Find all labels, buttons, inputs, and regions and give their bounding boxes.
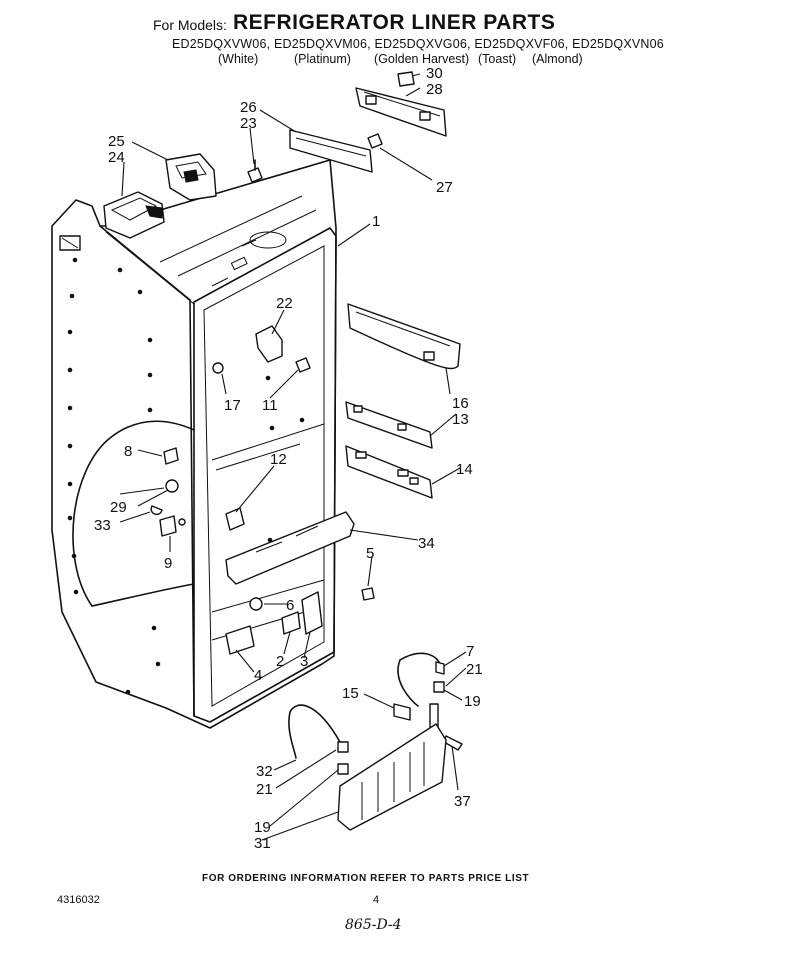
for-models-label: For Models: bbox=[153, 17, 227, 33]
color-almond: (Almond) bbox=[532, 52, 583, 66]
color-white: (White) bbox=[218, 52, 259, 66]
inset-parts bbox=[119, 447, 186, 537]
leader-lines bbox=[119, 73, 467, 841]
color-platinum: (Platinum) bbox=[294, 52, 351, 66]
control-parts bbox=[225, 591, 323, 655]
document-number: 4316032 bbox=[57, 894, 100, 906]
screw-5 bbox=[361, 587, 375, 601]
callout-26: 26 bbox=[240, 99, 257, 116]
liner-body bbox=[51, 159, 337, 729]
callout-34: 34 bbox=[418, 535, 435, 552]
callout-33: 33 bbox=[94, 517, 111, 534]
callout-21-lower: 21 bbox=[256, 781, 273, 798]
bracket-22 bbox=[255, 325, 311, 373]
callout-14: 14 bbox=[456, 461, 473, 478]
clip-12 bbox=[225, 507, 245, 531]
water-tube-upper bbox=[397, 652, 445, 707]
color-golden-harvest: (Golden Harvest) bbox=[374, 52, 470, 66]
callout-4: 4 bbox=[254, 667, 262, 684]
callout-30: 30 bbox=[426, 65, 443, 82]
fastener-30 bbox=[397, 71, 415, 87]
screw-17 bbox=[212, 362, 224, 374]
inset-cutaway bbox=[72, 420, 195, 607]
callout-17: 17 bbox=[224, 397, 241, 414]
callout-24: 24 bbox=[108, 149, 125, 166]
callout-27: 27 bbox=[436, 179, 453, 196]
callout-19-lower: 19 bbox=[254, 819, 271, 836]
callout-12: 12 bbox=[270, 451, 287, 468]
callout-29: 29 bbox=[110, 499, 127, 516]
callout-22: 22 bbox=[276, 295, 293, 312]
screw-23 bbox=[247, 159, 263, 183]
callout-37: 37 bbox=[454, 793, 471, 810]
bracket-28 bbox=[355, 87, 447, 137]
callout-16: 16 bbox=[452, 395, 469, 412]
color-toast: (Toast) bbox=[478, 52, 517, 66]
rail-14 bbox=[345, 445, 433, 499]
callout-9: 9 bbox=[164, 555, 172, 572]
callout-1: 1 bbox=[372, 213, 380, 230]
rail-13 bbox=[345, 401, 433, 449]
callout-13: 13 bbox=[452, 411, 469, 428]
callout-19-upper: 19 bbox=[464, 693, 481, 710]
callout-2: 2 bbox=[276, 653, 284, 670]
callout-32: 32 bbox=[256, 763, 273, 780]
callout-28: 28 bbox=[426, 81, 443, 98]
callout-31: 31 bbox=[254, 835, 271, 852]
callout-23: 23 bbox=[240, 115, 257, 132]
callout-7: 7 bbox=[466, 643, 474, 660]
model-numbers: ED25DQXVW06, ED25DQXVM06, ED25DQXVG06, E… bbox=[172, 37, 664, 51]
callout-5: 5 bbox=[366, 545, 374, 562]
bracket-26 bbox=[289, 129, 373, 173]
screw-27 bbox=[367, 133, 383, 149]
callout-15: 15 bbox=[342, 685, 359, 702]
callout-3: 3 bbox=[300, 653, 308, 670]
ordering-info: FOR ORDERING INFORMATION REFER TO PARTS … bbox=[202, 873, 530, 884]
callout-8: 8 bbox=[124, 443, 132, 460]
callout-21-upper: 21 bbox=[466, 661, 483, 678]
callout-25: 25 bbox=[108, 133, 125, 150]
callout-6: 6 bbox=[286, 597, 294, 614]
callout-11: 11 bbox=[262, 397, 278, 414]
handwritten-note: 865-D-4 bbox=[345, 917, 402, 933]
light-socket-assembly bbox=[103, 153, 217, 239]
reservoir-31 bbox=[337, 723, 447, 831]
light-shield-16 bbox=[347, 303, 461, 370]
inset-cutaway-lower bbox=[91, 583, 195, 607]
callout-labels: 30 28 26 23 25 24 27 1 22 17 11 16 13 14… bbox=[94, 65, 483, 852]
page-number: 4 bbox=[373, 894, 380, 906]
cover-34 bbox=[225, 511, 355, 585]
page-title: REFRIGERATOR LINER PARTS bbox=[233, 11, 556, 34]
water-tube-lower bbox=[288, 704, 349, 775]
